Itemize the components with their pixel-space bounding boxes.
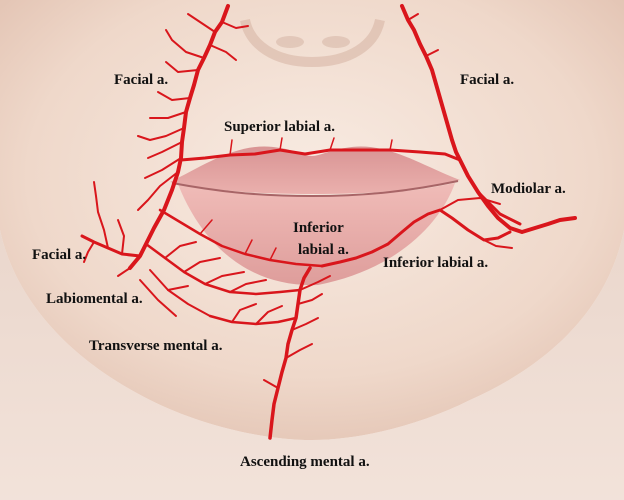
label-ascending-mental: Ascending mental a.	[240, 454, 370, 470]
label-facial-upper-left: Facial a.	[114, 72, 168, 88]
label-inferior-labial-right: Inferior labial a.	[383, 255, 488, 271]
nostril-right	[322, 36, 350, 48]
label-inferior-labial-center-line1: Inferior	[293, 220, 344, 236]
label-inferior-labial-center-line2: labial a.	[298, 242, 349, 258]
label-labiomental: Labiomental a.	[46, 291, 143, 307]
nostril-left	[276, 36, 304, 48]
label-superior-labial: Superior labial a.	[224, 119, 335, 135]
label-facial-upper-right: Facial a.	[460, 72, 514, 88]
label-modiolar: Modiolar a.	[491, 181, 566, 197]
label-transverse-mental: Transverse mental a.	[89, 338, 223, 354]
label-facial-lower-left: Facial a.	[32, 247, 86, 263]
